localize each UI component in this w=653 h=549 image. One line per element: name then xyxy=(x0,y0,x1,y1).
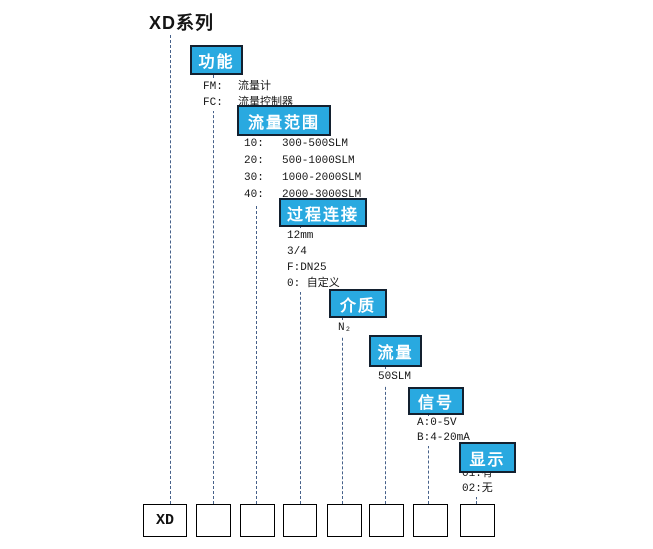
option-row: 30: 1000-2000SLM xyxy=(244,170,361,187)
option-row: A:0-5V xyxy=(417,416,470,431)
category-box-flow-range: 流量范围 xyxy=(237,105,331,136)
option-row: B:4-20mA xyxy=(417,431,470,446)
option-key: B:4-20mA xyxy=(417,432,470,444)
option-key: 3/4 xyxy=(287,246,307,258)
category-box-display: 显示 xyxy=(459,442,516,473)
code-slot-display xyxy=(460,504,495,537)
connector-line-flow-range xyxy=(256,136,257,504)
option-key: 02:无 xyxy=(462,483,493,495)
category-box-flow: 流量 xyxy=(369,335,422,367)
category-label: 功能 xyxy=(198,54,235,71)
code-prefix-label: XD xyxy=(155,512,174,529)
code-slot-prefix: XD xyxy=(143,504,187,537)
option-key: FC: xyxy=(203,97,223,109)
option-key: 20: xyxy=(244,155,264,167)
code-slot-medium xyxy=(327,504,362,537)
option-key: 40: xyxy=(244,189,264,201)
option-key: A:0-5V xyxy=(417,417,457,429)
option-row: 50SLM xyxy=(378,369,411,385)
code-slot-signal xyxy=(413,504,448,537)
code-slot-function xyxy=(196,504,231,537)
category-box-signal: 信号 xyxy=(408,387,464,415)
category-box-function: 功能 xyxy=(190,45,243,75)
category-label: 过程连接 xyxy=(286,206,359,224)
option-key: 30: xyxy=(244,172,264,184)
options-medium: N₂ xyxy=(338,320,352,336)
connector-line-function xyxy=(213,75,214,504)
category-label: 流量 xyxy=(377,345,414,362)
connector-line-flow xyxy=(385,367,386,504)
option-row: 0: 自定义 xyxy=(287,276,340,292)
option-row: 3/4 xyxy=(287,244,340,260)
code-slot-flow-range xyxy=(240,504,275,537)
option-key: F:DN25 xyxy=(287,262,327,274)
options-flow: 50SLM xyxy=(378,369,412,385)
code-slot-flow xyxy=(369,504,404,537)
option-row: 20: 500-1000SLM xyxy=(244,153,361,170)
category-label: 显示 xyxy=(469,451,506,469)
option-key: 10: xyxy=(244,138,264,150)
option-row: 02:无 xyxy=(462,482,493,497)
option-key: N₂ xyxy=(338,322,352,334)
connector-line-process-connection xyxy=(300,227,301,504)
page-title: XD系列 xyxy=(149,13,215,33)
option-value: 流量计 xyxy=(238,81,271,93)
option-row: F:DN25 xyxy=(287,260,340,276)
category-box-process-connection: 过程连接 xyxy=(279,198,367,227)
option-key: 0: 自定义 xyxy=(287,278,340,290)
category-label: 流量范围 xyxy=(247,114,320,132)
option-value: 1000-2000SLM xyxy=(282,172,362,184)
code-slot-process-connection xyxy=(283,504,317,537)
option-value: 500-1000SLM xyxy=(282,155,355,167)
options-process-connection: 12mm 3/4 F:DN25 0: 自定义 xyxy=(287,228,340,292)
option-row: 12mm xyxy=(287,228,340,244)
option-key: 12mm xyxy=(287,230,314,242)
connector-line-series xyxy=(170,35,171,504)
options-signal: A:0-5V B:4-20mA xyxy=(417,416,470,446)
option-row: 10: 300-500SLM xyxy=(244,136,361,153)
option-value: 300-500SLM xyxy=(282,138,349,150)
category-box-medium: 介质 xyxy=(329,289,387,318)
connector-line-medium xyxy=(342,318,343,504)
connector-line-signal xyxy=(428,415,429,504)
option-key: 50SLM xyxy=(378,371,412,383)
option-key: FM: xyxy=(203,81,223,93)
category-label: 信号 xyxy=(417,395,454,412)
option-row: N₂ xyxy=(338,320,351,336)
option-row: FM: 流量计 xyxy=(203,79,293,95)
options-flow-range: 10: 300-500SLM 20: 500-1000SLM 30: 1000-… xyxy=(244,136,362,204)
category-label: 介质 xyxy=(339,297,376,315)
